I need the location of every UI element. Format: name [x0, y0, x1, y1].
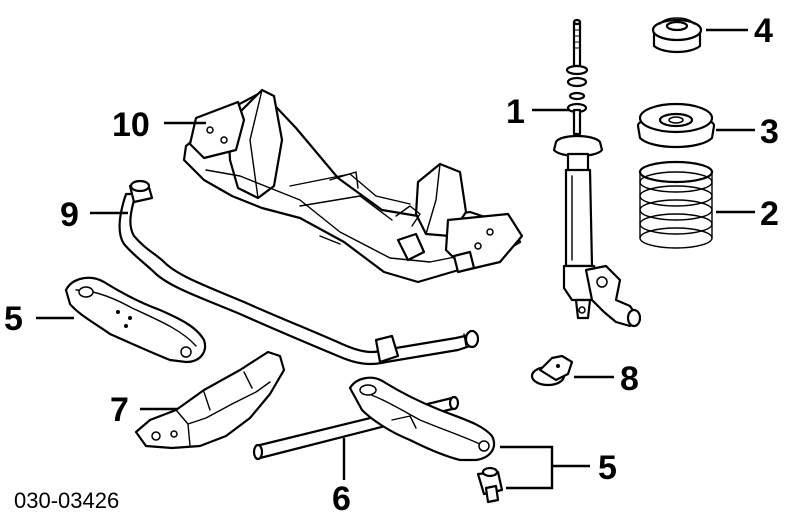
ball-joint-part-5 — [476, 466, 504, 504]
crossmember-part-10 — [182, 88, 524, 284]
callout-4: 4 — [754, 12, 773, 50]
callout-10: 10 — [112, 106, 150, 144]
control-arm-part-5-left — [64, 276, 207, 364]
leader-5b-bracket — [500, 445, 590, 490]
callout-5-right: 5 — [598, 449, 617, 487]
transverse-link-part-5-right — [348, 376, 496, 462]
callout-9: 9 — [60, 196, 79, 234]
callout-7: 7 — [110, 391, 129, 429]
callout-6: 6 — [332, 480, 351, 518]
bracket-plate-part-7 — [134, 350, 286, 450]
part-code-label: 030-03426 — [14, 488, 119, 513]
bump-stop-part-8 — [530, 354, 574, 387]
strut-assembly-part-1 — [552, 18, 642, 328]
spring-seat-part-3 — [636, 102, 716, 149]
strut-mount-part-4 — [651, 17, 703, 54]
leader-lines — [36, 28, 755, 490]
callout-1: 1 — [506, 93, 525, 131]
coil-spring-part-2 — [638, 160, 714, 249]
callout-2: 2 — [760, 195, 779, 233]
callout-labels: 1 2 3 4 5 5 6 7 8 9 10 — [4, 12, 779, 518]
callout-3: 3 — [760, 113, 779, 151]
stabilizer-bar-part-9 — [118, 179, 480, 366]
callout-5-left: 5 — [4, 300, 23, 338]
callout-8: 8 — [620, 360, 639, 398]
